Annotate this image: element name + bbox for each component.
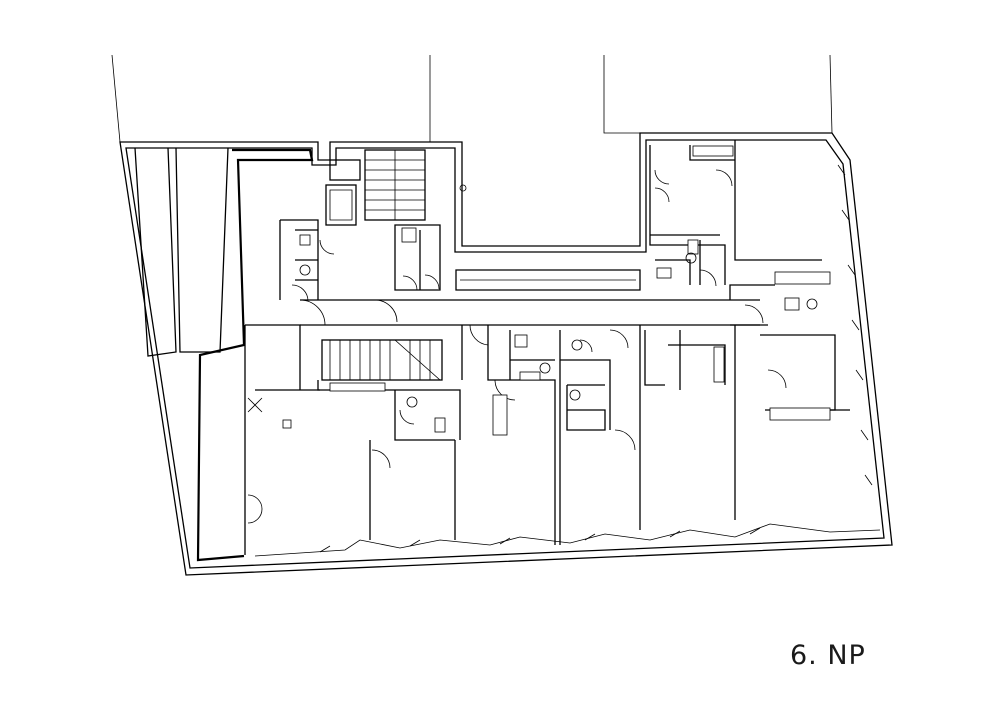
partitions <box>244 140 850 555</box>
fixtures <box>282 145 831 436</box>
corridor <box>300 269 775 326</box>
stair-core <box>321 149 467 381</box>
property-lines <box>111 54 833 143</box>
doors <box>247 169 787 524</box>
terrace <box>134 147 314 562</box>
outer-walls <box>119 132 893 576</box>
facade-windows <box>254 523 881 557</box>
floor-label: 6. NP <box>790 640 866 671</box>
east-windows <box>837 164 873 486</box>
